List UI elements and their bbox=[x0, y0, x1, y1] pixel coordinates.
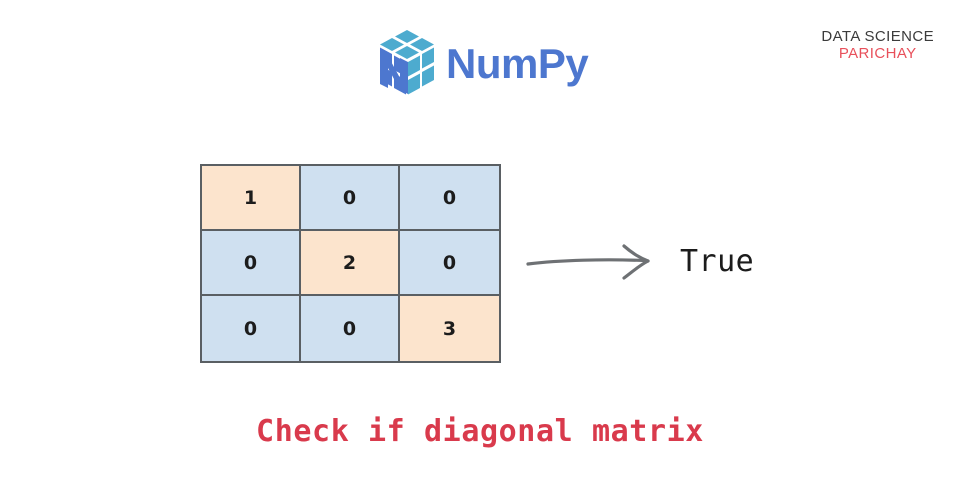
matrix-cell-0-2: 0 bbox=[400, 166, 499, 231]
matrix-grid: 1 0 0 0 2 0 0 0 3 bbox=[200, 164, 501, 363]
numpy-wordmark: NumPy bbox=[446, 40, 589, 87]
matrix-cell-0-1: 0 bbox=[301, 166, 400, 231]
branding-line-data-science: DATA SCIENCE bbox=[821, 28, 934, 45]
matrix-cell-1-0: 0 bbox=[202, 231, 301, 296]
numpy-logo: NumPy bbox=[374, 28, 589, 96]
matrix-cell-2-1: 0 bbox=[301, 296, 400, 361]
caption-text: Check if diagonal matrix bbox=[256, 414, 704, 449]
numpy-cube-icon bbox=[374, 28, 440, 96]
result-value: True bbox=[680, 244, 755, 279]
matrix-cell-1-2: 0 bbox=[400, 231, 499, 296]
matrix-cell-2-2: 3 bbox=[400, 296, 499, 361]
matrix-cell-0-0: 1 bbox=[202, 166, 301, 231]
branding: DATA SCIENCE PARICHAY bbox=[821, 28, 934, 63]
matrix-cell-2-0: 0 bbox=[202, 296, 301, 361]
matrix-cell-1-1: 2 bbox=[301, 231, 400, 296]
branding-line-parichay: PARICHAY bbox=[838, 45, 917, 63]
